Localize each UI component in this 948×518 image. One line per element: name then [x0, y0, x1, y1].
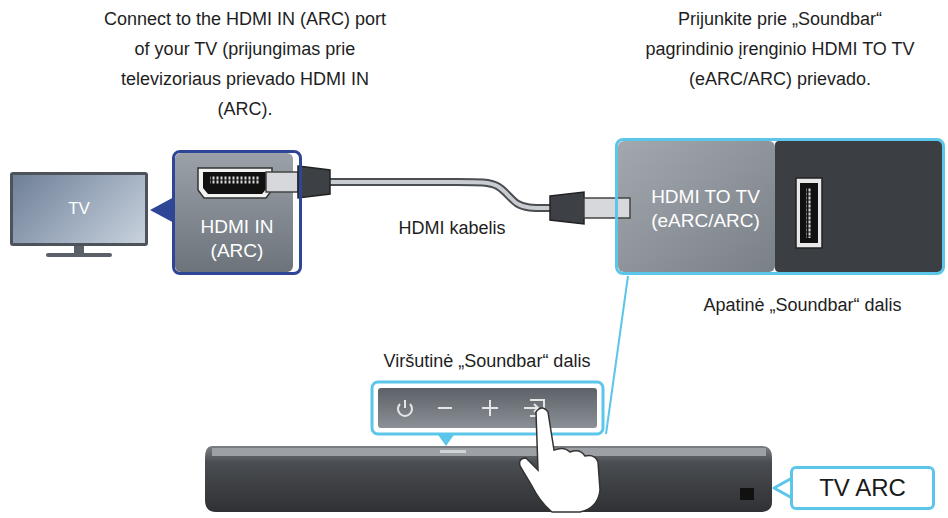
tv-screen: TV	[10, 172, 148, 246]
hdmi-port	[198, 168, 272, 198]
instruction-text: Prijunkite prie „Soundbar“ pagrindinio į…	[632, 4, 928, 94]
tv-stand	[46, 246, 112, 257]
tv-arc-callout: TV ARC	[790, 466, 935, 510]
port-panel	[618, 141, 775, 272]
node-text: TV ARC	[819, 474, 906, 502]
plug-body	[550, 192, 584, 224]
leader-line	[606, 276, 628, 434]
instruction-text: Connect to the HDMI IN (ARC) port of you…	[100, 4, 390, 124]
node-text: HDMI TO TV (eARC/ARC)	[638, 185, 773, 233]
hdmi-out-callout: HDMI TO TV (eARC/ARC)	[615, 138, 945, 275]
plug-tip	[266, 172, 298, 192]
top-panel-callout	[372, 382, 603, 446]
hdmi-in-callout: HDMI IN (ARC)	[172, 150, 302, 275]
node-text: HDMI IN (ARC)	[179, 215, 295, 263]
power-button	[398, 400, 412, 416]
volume-up-button	[482, 400, 498, 416]
soundbar-rear-panel	[775, 141, 942, 272]
plug-body	[298, 166, 330, 198]
plug-tip	[584, 198, 630, 218]
cable-label: HDMI kabelis	[384, 216, 520, 240]
part-name: Apatinė „Soundbar“ dalis	[665, 290, 940, 320]
part-name: Viršutinė „Soundbar“ dalis	[362, 346, 612, 376]
hand	[520, 408, 600, 512]
soundbar	[205, 446, 772, 512]
hdmi-port	[796, 178, 822, 248]
node-text: TV	[68, 199, 90, 219]
volume-down-button	[438, 407, 452, 409]
